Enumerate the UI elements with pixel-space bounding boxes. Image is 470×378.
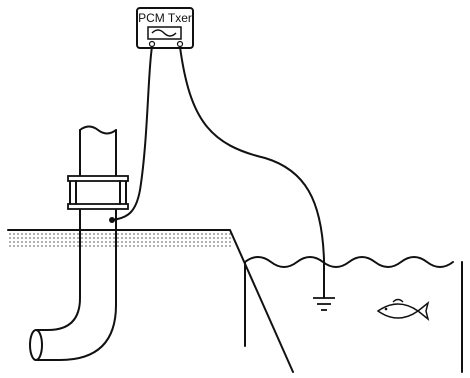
ground-surface (8, 231, 232, 249)
sine-wave-icon (151, 29, 177, 37)
pcm-transmitter: PCM Txer (136, 7, 194, 49)
water-bank (7, 229, 463, 373)
pipe-clamp (67, 175, 129, 210)
terminal-left (148, 40, 156, 48)
earth-ground-icon (313, 297, 335, 311)
signal-cable-to-pipe (111, 46, 153, 221)
terminal-right (176, 40, 184, 48)
pipe (29, 125, 117, 361)
transmitter-label: PCM Txer (138, 11, 192, 25)
fish-icon (376, 298, 430, 321)
ground-cable (179, 46, 325, 299)
water-surface (244, 256, 454, 268)
pipe-connection-point (109, 217, 115, 223)
